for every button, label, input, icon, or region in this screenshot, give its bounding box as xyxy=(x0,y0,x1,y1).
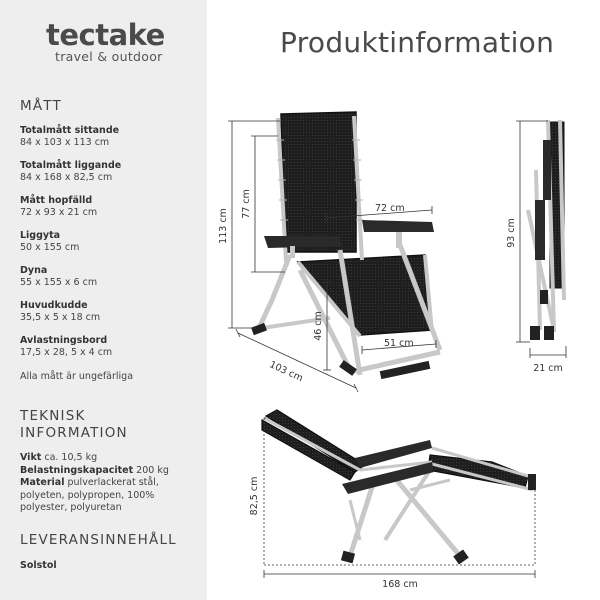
seated-dimension-lines xyxy=(228,120,437,393)
delivery-item: Solstol xyxy=(20,560,57,571)
measure-label-lying: Totalmått liggande xyxy=(20,160,122,171)
brand-tagline: travel & outdoor xyxy=(55,49,163,64)
technical-heading-line1: TEKNISK xyxy=(20,408,86,424)
material-value: pulverlackerat stål, polyeten, polyprope… xyxy=(20,477,159,513)
dim-lying-height: 82,5 cm xyxy=(249,477,260,516)
brand-name: tectake xyxy=(46,18,165,52)
measure-value-lying: 84 x 168 x 82,5 cm xyxy=(20,172,113,183)
dim-lying-length: 168 cm xyxy=(382,579,418,590)
measure-label-cushion: Dyna xyxy=(20,265,48,276)
measure-label-surface: Liggyta xyxy=(20,230,61,241)
dim-seat-height: 46 cm xyxy=(313,311,324,341)
measure-value-headrest: 35,5 x 5 x 18 cm xyxy=(20,312,101,323)
dim-folded-height: 93 cm xyxy=(506,218,517,248)
folded-dimension-lines xyxy=(516,120,567,358)
dim-seated-height: 113 cm xyxy=(218,208,229,244)
capacity-value: 200 kg xyxy=(136,464,169,476)
weight-value: ca. 10,5 kg xyxy=(44,452,98,463)
weight-label: Vikt xyxy=(20,452,42,463)
measure-value-folded: 72 x 93 x 21 cm xyxy=(20,207,98,218)
technical-details: Vikt ca. 10,5 kg Belastningskapacitet 20… xyxy=(20,452,200,515)
delivery-heading: LEVERANSINNEHÅLL xyxy=(20,532,177,548)
capacity-label: Belastningskapacitet xyxy=(20,464,134,476)
dim-folded-depth: 21 cm xyxy=(533,363,563,374)
measure-label-seated: Totalmått sittande xyxy=(20,125,120,136)
technical-heading-line2: INFORMATION xyxy=(20,425,128,441)
dim-seat-width: 51 cm xyxy=(384,338,414,349)
measure-value-table: 17,5 x 28, 5 x 4 cm xyxy=(20,347,113,358)
dim-depth: 103 cm xyxy=(268,359,305,384)
dim-back-height: 77 cm xyxy=(241,189,252,219)
measurements-heading: MÅTT xyxy=(20,98,62,114)
measure-value-surface: 50 x 155 cm xyxy=(20,242,80,253)
brand-logo: tectake travel & outdoor xyxy=(46,18,186,64)
measure-label-table: Avlastningsbord xyxy=(20,335,108,346)
material-label: Material xyxy=(20,477,65,488)
reclined-dimension-lines xyxy=(263,417,536,578)
folded-chair-illustration xyxy=(526,119,566,340)
sidebar xyxy=(0,0,207,600)
measure-value-seated: 84 x 103 x 113 cm xyxy=(20,137,110,148)
measure-value-cushion: 55 x 155 x 6 cm xyxy=(20,277,98,288)
measure-label-headrest: Huvudkudde xyxy=(20,300,88,311)
page-title: Produktinformation xyxy=(280,26,555,59)
dim-arm-width: 72 cm xyxy=(375,203,405,214)
measurements-note: Alla mått är ungefärliga xyxy=(20,371,134,382)
reclined-chair-illustration xyxy=(261,409,536,565)
measure-label-folded: Mått hopfälld xyxy=(20,195,93,206)
